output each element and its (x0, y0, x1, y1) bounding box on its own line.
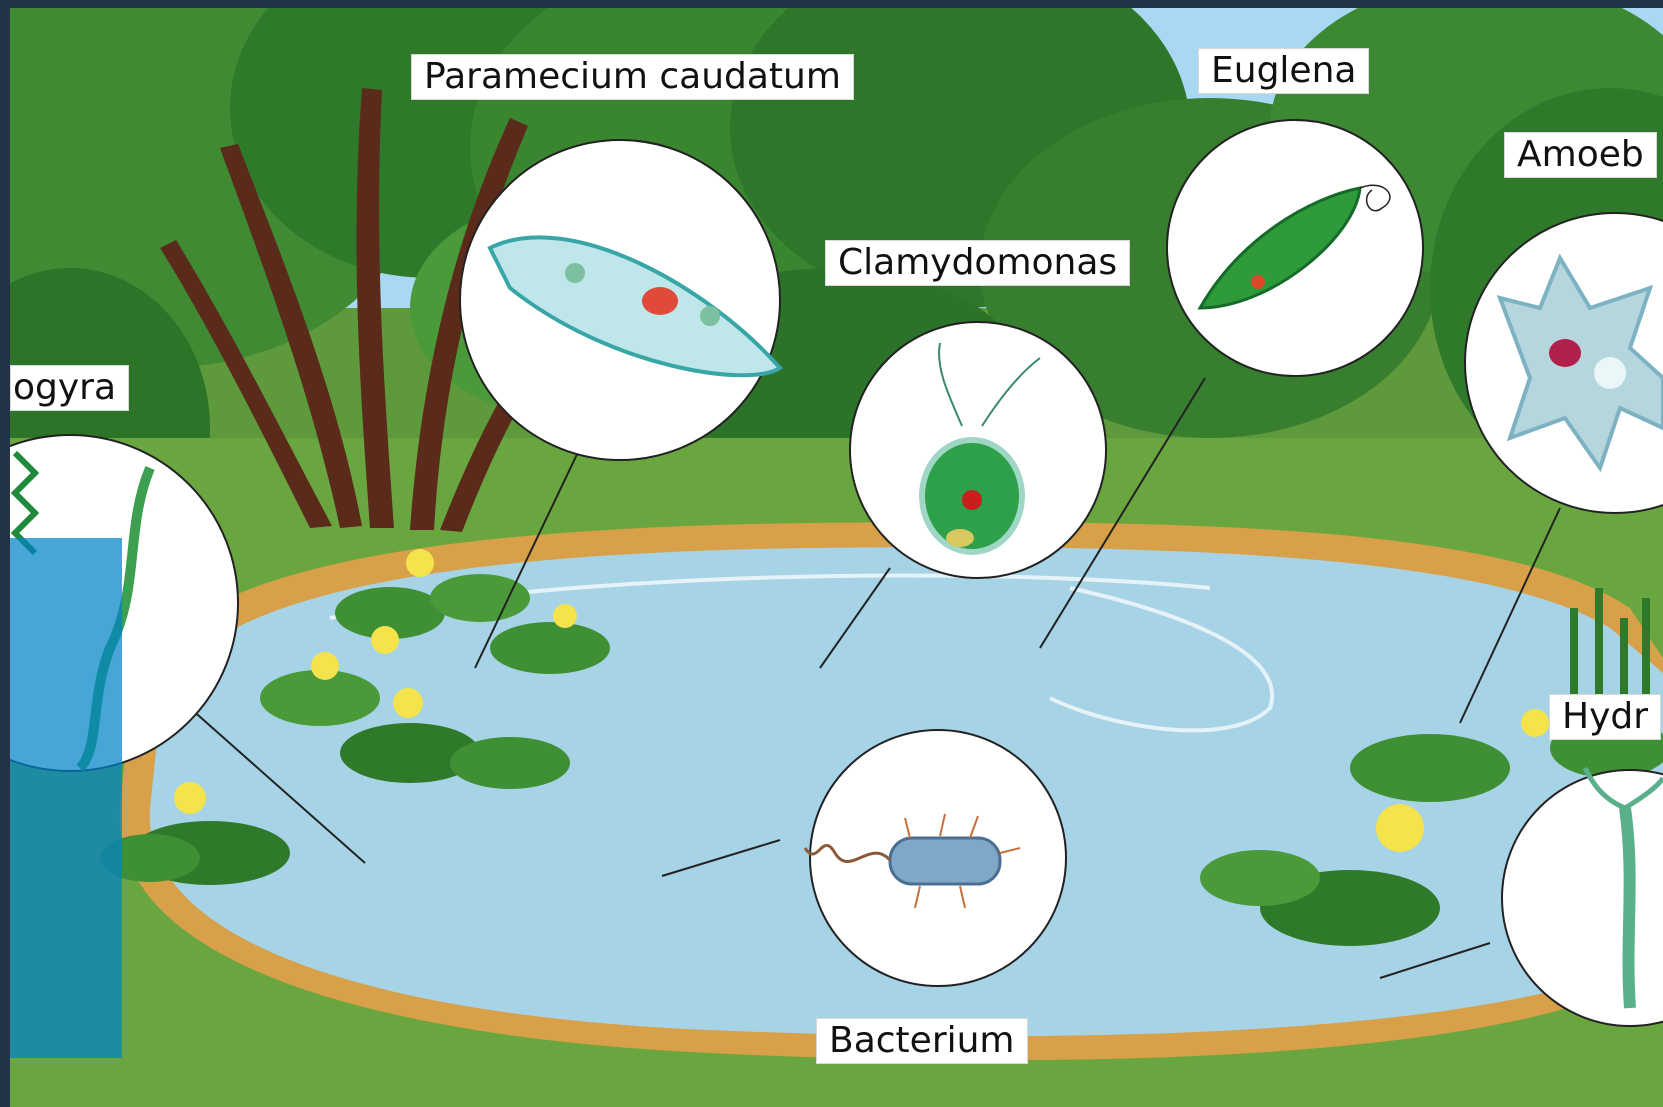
pond-ecosystem-illustration: Paramecium caudatum Euglena Amoeb Clamyd… (10, 8, 1663, 1107)
label-euglena: Euglena (1198, 48, 1369, 94)
label-hydra: Hydr (1549, 694, 1661, 740)
euglena-illustration (1167, 120, 1423, 376)
paramecium-illustration (460, 140, 780, 460)
label-spirogyra: ogyra (10, 365, 129, 411)
label-amoeba: Amoeb (1504, 132, 1657, 178)
label-clamydomonas: Clamydomonas (825, 240, 1130, 286)
label-paramecium: Paramecium caudatum (411, 54, 854, 100)
clamydomonas-illustration (850, 322, 1106, 578)
blue-overlay-panel (10, 538, 122, 1058)
label-bacterium: Bacterium (816, 1018, 1028, 1064)
pond-scene (10, 8, 1663, 1107)
